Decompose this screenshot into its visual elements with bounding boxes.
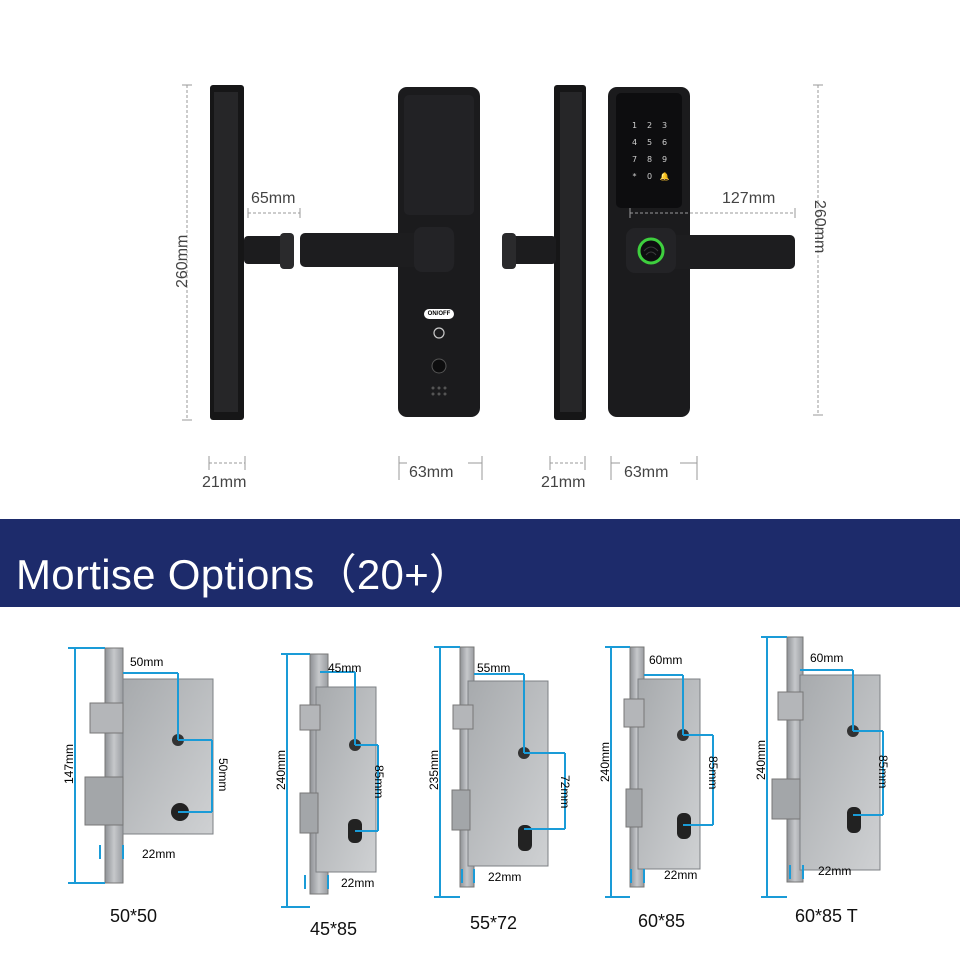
mortise-50x50 — [84, 647, 214, 884]
keypad-key: 7 — [631, 155, 638, 164]
mortise-3-caption: 55*72 — [470, 913, 518, 933]
side-view-right — [502, 85, 586, 420]
mortise-3-top: 55mm — [477, 661, 511, 675]
mortise-3-bottom: 22mm — [488, 870, 522, 884]
mortise-1-bottom: 22mm — [142, 847, 176, 861]
mortise-4-height: 240mm — [598, 741, 612, 782]
mortise-2-height: 240mm — [274, 749, 288, 790]
section-banner — [0, 519, 960, 607]
mortise-5-height: 240mm — [754, 739, 768, 780]
mortise-5-top: 60mm — [810, 651, 844, 665]
mortise-3-mid: 72mm — [558, 775, 572, 809]
mortise-5-bottom: 22mm — [818, 864, 852, 878]
dim-depth-right: 21mm — [541, 474, 586, 491]
keypad-key: 5 — [646, 138, 653, 147]
side-view-left — [210, 85, 294, 420]
keypad-key: 4 — [631, 138, 638, 147]
dim-width-back: 63mm — [409, 464, 454, 481]
mortise-2-caption: 45*85 — [310, 919, 358, 939]
keypad-key: 2 — [646, 121, 653, 130]
mortise-illustrations — [68, 636, 884, 908]
keypad-key: 0 — [646, 172, 653, 181]
mortise-45x85 — [299, 653, 377, 895]
mortise-1-caption: 50*50 — [110, 906, 158, 926]
product-views: 1 2 3 4 5 6 7 8 9 * 0 🔔 ON/OFF — [174, 84, 828, 491]
mortise-1-mid: 50mm — [216, 758, 230, 792]
dim-height-right: 260mm — [811, 200, 828, 254]
dim-handle-left: 65mm — [251, 190, 296, 207]
keypad-key: 1 — [631, 121, 638, 130]
dim-depth-left: 21mm — [202, 474, 247, 491]
mortise-4-mid: 85mm — [706, 756, 720, 790]
mortise-60x85-t — [771, 636, 881, 883]
keypad-key: 3 — [661, 121, 668, 130]
dim-height-left: 260mm — [174, 234, 191, 288]
keypad-key: 9 — [661, 155, 668, 164]
mortise-55x72 — [451, 646, 549, 888]
back-view — [300, 87, 480, 417]
keypad-key: * — [632, 172, 637, 181]
mortise-2-mid: 85mm — [372, 765, 386, 799]
keypad: 1 2 3 4 5 6 7 8 9 * 0 🔔 — [627, 121, 671, 191]
on-off-label: ON/OFF — [427, 311, 451, 317]
mortise-60x85 — [623, 646, 701, 888]
section-title: Mortise Options（20+） — [16, 551, 472, 598]
mortise-4-bottom: 22mm — [664, 868, 698, 882]
mortise-2-top: 45mm — [328, 661, 362, 675]
keypad-key: 8 — [646, 155, 653, 164]
lock-illustration — [210, 85, 795, 420]
mortise-4-caption: 60*85 — [638, 911, 686, 931]
front-view — [608, 87, 795, 417]
dim-width-front: 63mm — [624, 464, 669, 481]
mortise-2-bottom: 22mm — [341, 876, 375, 890]
mortise-1-height: 147mm — [62, 743, 76, 784]
mortise-5-mid: 85mm — [876, 755, 890, 789]
mortise-1-top: 50mm — [130, 655, 164, 669]
mortise-4-top: 60mm — [649, 653, 683, 667]
dim-handle-right: 127mm — [722, 190, 776, 207]
keypad-key: 🔔 — [659, 172, 670, 181]
mortise-3-height: 235mm — [427, 749, 441, 790]
mortise-5-caption: 60*85 T — [795, 906, 858, 926]
keypad-key: 6 — [661, 138, 668, 147]
dimension-lines — [182, 84, 823, 480]
